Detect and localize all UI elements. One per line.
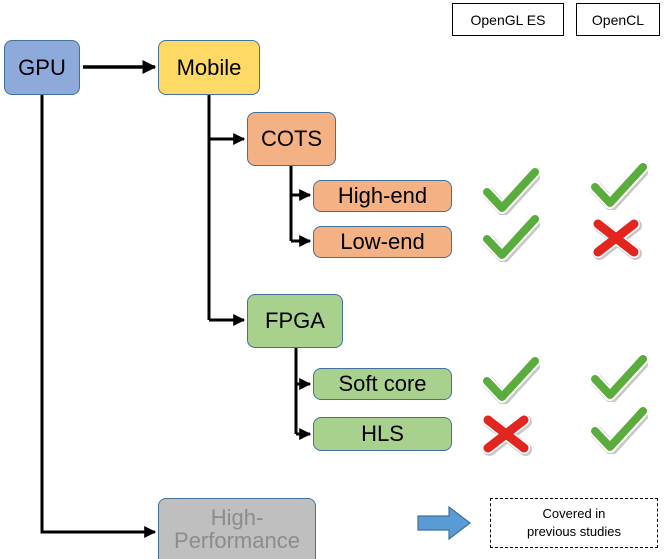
low-end-opencl-mark — [590, 216, 642, 265]
gpu-to-high-performance-arrow — [40, 95, 157, 538]
check-icon — [589, 161, 651, 211]
high-end-opencl-mark — [589, 160, 651, 215]
low-end-node: Low-end — [313, 226, 452, 258]
hls-node: HLS — [313, 417, 452, 451]
cots-node: COTS — [247, 112, 336, 166]
gpu-node: GPU — [4, 40, 80, 95]
soft-core-opencl-mark — [589, 352, 651, 407]
check-icon — [589, 405, 651, 455]
cross-icon — [482, 414, 532, 456]
soft-core-node: Soft core — [313, 368, 452, 400]
check-icon — [589, 353, 651, 403]
opengl-es-header: OpenGL ES — [452, 3, 564, 36]
high-end-opengl-es-mark — [481, 165, 543, 220]
low-end-opengl-es-mark — [481, 212, 543, 267]
soft-core-opengl-es-mark — [481, 354, 543, 409]
high-performance-node: High- Performance — [158, 498, 316, 559]
mobile-node: Mobile — [158, 40, 260, 95]
check-icon — [481, 213, 543, 263]
legend-arrow-icon — [417, 505, 471, 541]
fpga-node: FPGA — [247, 294, 343, 348]
high-end-node: High-end — [313, 180, 452, 212]
hls-opengl-es-mark — [480, 412, 532, 461]
legend-box: Covered in previous studies — [490, 498, 658, 548]
check-icon — [481, 166, 543, 216]
hls-opencl-mark — [589, 404, 651, 459]
opencl-header: OpenCL — [576, 3, 660, 36]
cross-icon — [592, 218, 642, 260]
check-icon — [481, 355, 543, 405]
